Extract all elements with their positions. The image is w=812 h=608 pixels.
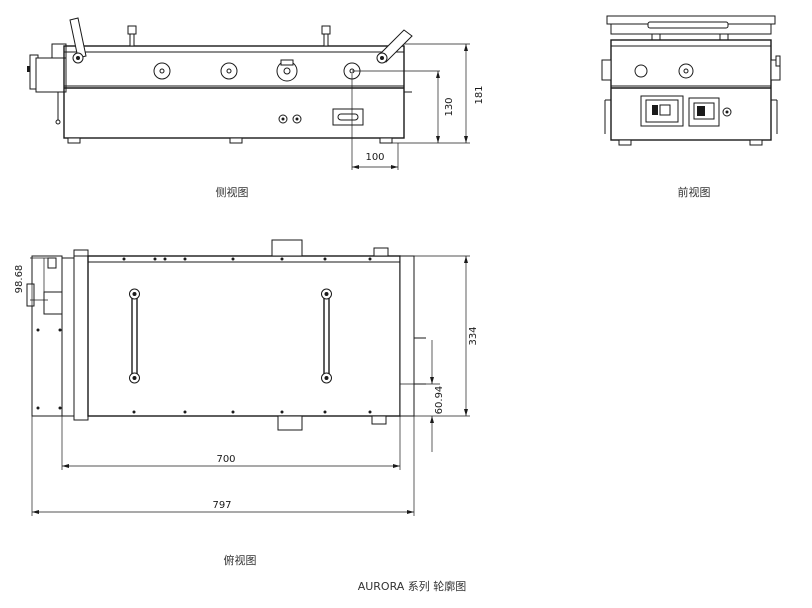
side-view-drawing [27,17,470,170]
front-view-drawing [601,15,781,146]
dim-side-length: 100 [365,152,384,163]
dim-top-width: 334 [468,326,479,345]
top-view-drawing [26,239,470,516]
dim-side-height-total: 181 [474,85,485,104]
drawing-caption: AURORA 系列 轮廓图 [358,579,467,593]
front-view-label: 前视图 [678,185,711,199]
side-view-label: 侧视图 [216,185,249,199]
top-view-label: 俯视图 [224,553,257,567]
dim-top-total-length: 797 [212,500,231,511]
dim-top-bottom-offset: 60.94 [434,386,445,415]
dim-top-inner-length: 700 [216,454,235,465]
dim-top-offset: 98.68 [14,265,25,294]
dim-side-height-body: 130 [444,97,455,116]
